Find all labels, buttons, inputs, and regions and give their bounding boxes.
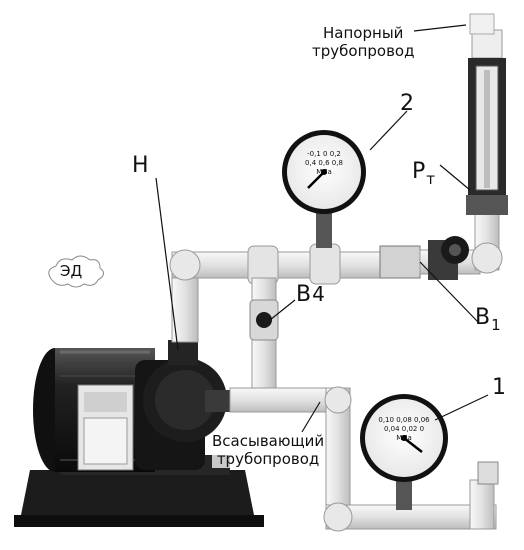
gauge-2-dial-ticks: -0,1 0 0,2 0,4 0,6 0,8 МПа <box>290 150 358 177</box>
suction-pipe-label-line2: трубопровод <box>216 450 320 468</box>
gauge-2-tick: 0,4 <box>305 159 317 167</box>
motor-label-cloud <box>48 255 104 288</box>
gauge-1-tick: 0,04 <box>383 425 400 433</box>
rotameter <box>466 13 508 215</box>
flowmeter-label-sub: т <box>426 170 436 188</box>
gauge-2-tick: 0,2 <box>329 150 341 158</box>
gauge-2-tick: 0,6 <box>318 159 330 167</box>
gauge-2-tick: 0 <box>323 150 328 158</box>
pressure-gauge-2 <box>282 130 366 248</box>
valve-b4-label-main: В <box>296 282 312 307</box>
pressure-gauge-1 <box>360 394 448 510</box>
valve-b4-label: В4 <box>296 282 325 307</box>
gauge-1-tick: 0,10 <box>378 416 394 424</box>
flowmeter-label-main: Р <box>412 159 426 184</box>
discharge-pipe-label: Напорный трубопровод <box>312 24 414 60</box>
motor-label: ЭД <box>60 262 83 280</box>
gauge-1-tick: 0,08 <box>396 416 412 424</box>
valve-b1 <box>428 236 469 280</box>
pump-label: Н <box>132 153 149 178</box>
leader-lines <box>155 24 489 433</box>
discharge-pipe-label-line1: Напорный <box>323 24 404 42</box>
valve-b4 <box>249 299 279 341</box>
gauge-1-tick: 0 <box>419 425 425 433</box>
suction-pipe-label-line1: Всасывающий <box>212 432 325 450</box>
gauge-1-tick: 0,06 <box>414 416 430 424</box>
pump-body <box>135 340 235 470</box>
gauge-2-unit: МПа <box>316 168 332 176</box>
flowmeter-label: Рт <box>412 160 435 191</box>
gauge-2-tick: 0,8 <box>331 159 343 167</box>
gauge-2-label: 2 <box>400 91 414 116</box>
gauge-2-tick: -0,1 <box>307 150 321 158</box>
valve-b1-label: В1 <box>475 306 501 337</box>
gauge-1-label: 1 <box>492 375 506 400</box>
gauge-1-tick: 0,02 <box>401 425 418 433</box>
valve-b1-label-main: В <box>475 305 491 330</box>
valve-b1-label-sub: 1 <box>491 316 501 334</box>
gauge-1-dial-ticks: 0,10 0,08 0,06 0,04 0,02 0 МПа <box>370 416 438 443</box>
valve-b4-label-sub: 4 <box>312 282 325 306</box>
gauge-1-unit: МПа <box>396 434 412 442</box>
discharge-pipe-label-line2: трубопровод <box>312 42 415 60</box>
suction-pipe-label: Всасывающий трубопровод <box>212 432 325 468</box>
